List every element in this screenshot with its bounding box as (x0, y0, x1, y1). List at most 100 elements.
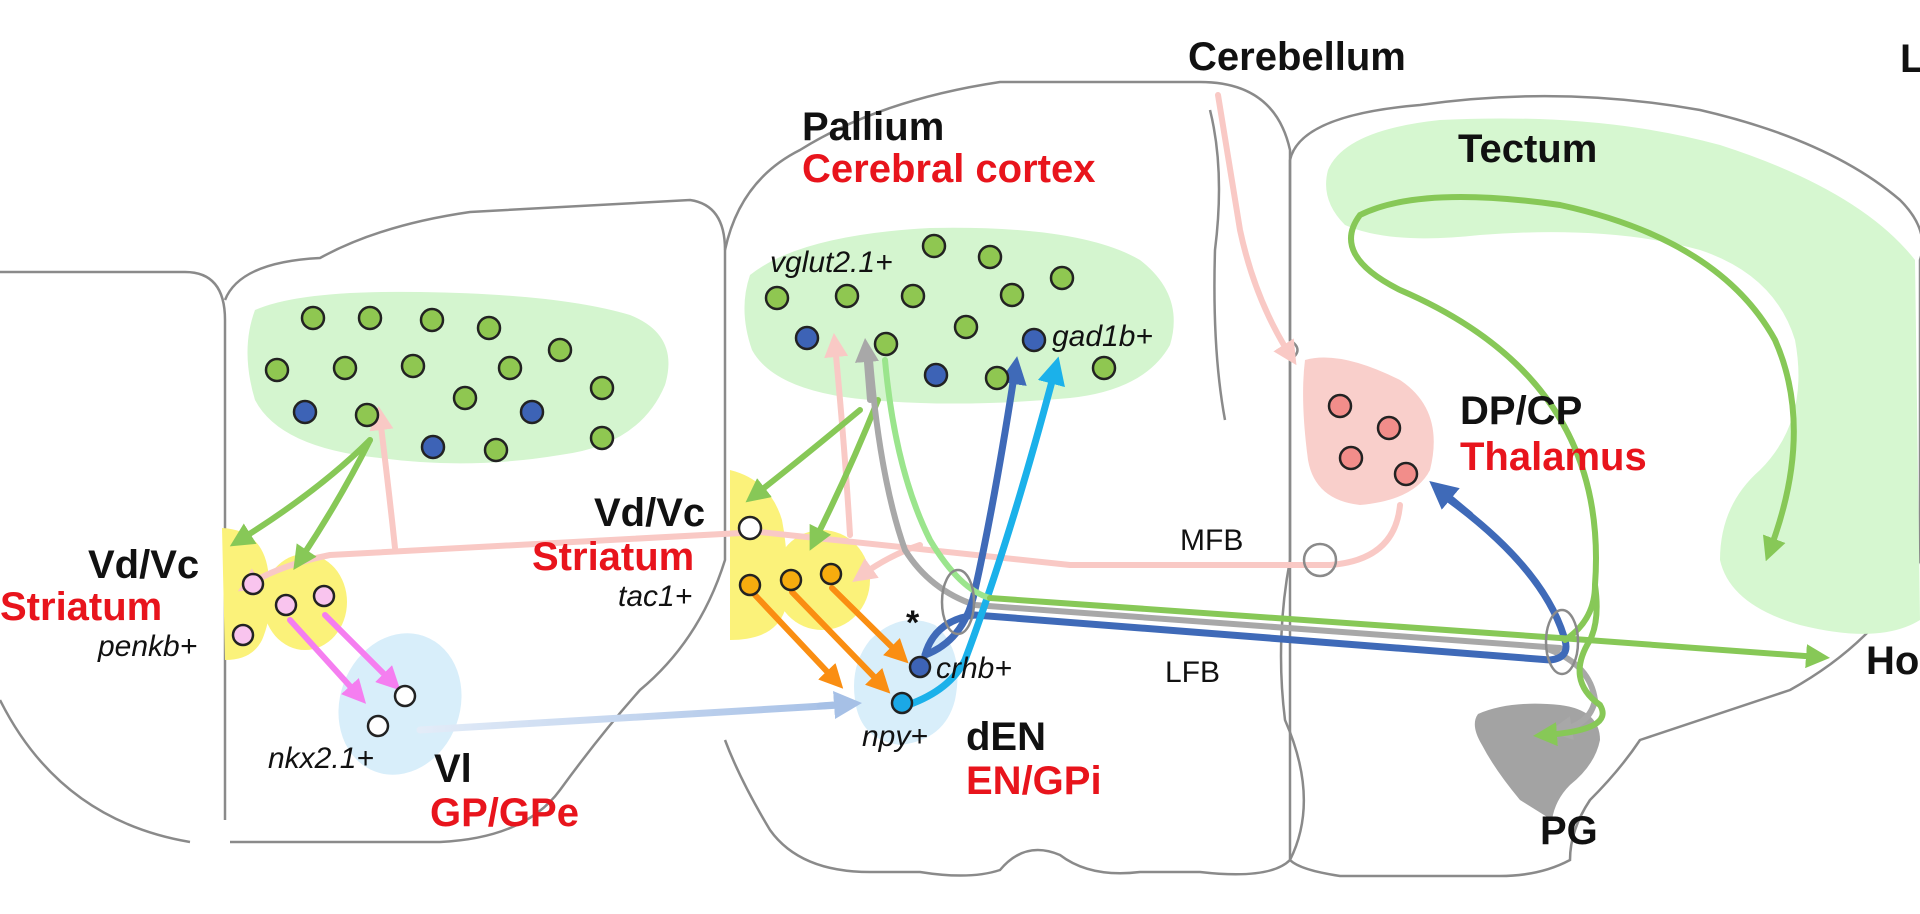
cell-red (1376, 415, 1402, 441)
label-pg: PG (1540, 809, 1598, 853)
arrow-blue-to-thalamus-head (1429, 481, 1474, 519)
cell-pink (231, 623, 255, 647)
tectum-region (1326, 118, 1920, 634)
cell-pink (241, 572, 265, 596)
label-pallium: Pallium (802, 105, 944, 149)
cell-blue (420, 434, 446, 460)
cell-green (977, 244, 1003, 270)
arrow-pallium-to-vdvc-left (229, 437, 373, 547)
cell-red (1327, 393, 1353, 419)
cell-orange (819, 562, 843, 586)
label-gad1b: gad1b+ (1052, 320, 1153, 353)
arrow-gray-lfb (867, 357, 1563, 651)
label-corner-letter: L (1900, 37, 1920, 81)
arrow-striatum-to-vl-2 (322, 612, 401, 691)
arrow-pallium-to-striatum-mid (809, 397, 881, 551)
cell-green (452, 385, 478, 411)
label-tac1: tac1+ (618, 580, 692, 613)
labels: Cerebellum Pallium Cerebral cortex Tectu… (0, 35, 1920, 853)
outline-mid-inner (1208, 109, 1227, 421)
label-ho: Ho (1866, 639, 1919, 683)
label-striatum-mid: Striatum (532, 535, 694, 579)
cell-green (264, 357, 290, 383)
cell-green (476, 315, 502, 341)
label-vglut21: vglut2.1+ (770, 246, 893, 279)
arrow-pallium-to-vdvc-mid (745, 407, 863, 503)
cell-green (354, 402, 380, 428)
cells (231, 233, 1419, 738)
label-penkb: penkb+ (97, 630, 197, 663)
cell-green (332, 355, 358, 381)
arrow-vl-to-den-head (816, 691, 862, 719)
label-crhb: crhb+ (936, 652, 1012, 685)
label-striatum-left: Striatum (0, 585, 162, 629)
label-vl: Vl (434, 747, 472, 791)
cell-cyan (890, 691, 914, 715)
cell-green (589, 375, 615, 401)
cell-orange (779, 568, 803, 592)
label-vdvc-left: Vd/Vc (88, 543, 199, 587)
label-mfb: MFB (1180, 524, 1243, 557)
pallium-region-left (247, 291, 669, 464)
arrow-tectum-loop (1348, 194, 1797, 588)
label-lfb: LFB (1165, 656, 1220, 689)
arrow-pink-to-mid-striatum (852, 542, 923, 582)
cell-green (419, 307, 445, 333)
label-dp-cp: DP/CP (1460, 389, 1582, 433)
label-asterisk: * (906, 604, 920, 642)
outline-left-lower (0, 699, 191, 844)
arrow-thalamus-to-striatum-pink (757, 502, 1403, 568)
cell-red (1393, 461, 1419, 487)
outline-left-section (0, 270, 227, 820)
lfb-marker-left (940, 568, 976, 636)
label-en-gpi: EN/GPi (966, 759, 1102, 803)
cell-green (357, 305, 383, 331)
tract-markers (940, 542, 1580, 676)
arrow-vl-to-den (416, 701, 844, 734)
striatum-region-left (222, 528, 271, 660)
cell-blue (923, 362, 949, 388)
arrow-pallium-to-striatum-left (293, 437, 373, 570)
cell-blue (292, 399, 318, 425)
cell-red (1338, 445, 1364, 471)
arrow-pink-up-to-pallium-left (369, 406, 398, 551)
cell-green (900, 283, 926, 309)
region-fills (222, 118, 1920, 820)
label-thalamus: Thalamus (1460, 435, 1647, 479)
arrow-pink-up-to-pallium-mid (824, 333, 853, 538)
striatum-region-left-2 (263, 554, 347, 650)
cell-green (873, 331, 899, 357)
arrow-den-blue-to-pallium (921, 356, 1027, 659)
cell-white (366, 714, 390, 738)
arrow-gray-to-pallium (854, 338, 879, 403)
cell-blue (794, 325, 820, 351)
cell-green (400, 353, 426, 379)
cell-pink (312, 584, 336, 608)
cell-green (300, 305, 326, 331)
arrow-tectum-to-pg (1533, 582, 1606, 747)
cell-blue (1021, 327, 1047, 353)
cell-green (1049, 265, 1075, 291)
arrow-cerebellum-to-thalamus (1215, 92, 1297, 366)
arrow-tectum-down-to-ho (1562, 582, 1598, 643)
label-npy: npy+ (862, 720, 928, 753)
cell-green (984, 365, 1010, 391)
cell-green (547, 337, 573, 363)
label-den: dEN (966, 715, 1046, 759)
label-cerebral-cortex: Cerebral cortex (802, 147, 1095, 191)
striatum-region-mid (730, 470, 787, 640)
cell-white (393, 684, 417, 708)
cell-pink (274, 593, 298, 617)
cell-blue (908, 655, 932, 679)
cell-blue (519, 399, 545, 425)
arrow-striatum-to-den-2 (789, 589, 891, 694)
cell-white (737, 515, 763, 541)
cell-orange (738, 573, 762, 597)
arrow-den-cyan-to-pallium (904, 356, 1065, 709)
cell-green (1091, 355, 1117, 381)
cell-green (953, 314, 979, 340)
arrow-den-blue-lfb (921, 496, 1570, 664)
label-nkx21: nkx2.1+ (268, 742, 374, 775)
arrow-pallium-lightgreen-down (882, 357, 993, 601)
